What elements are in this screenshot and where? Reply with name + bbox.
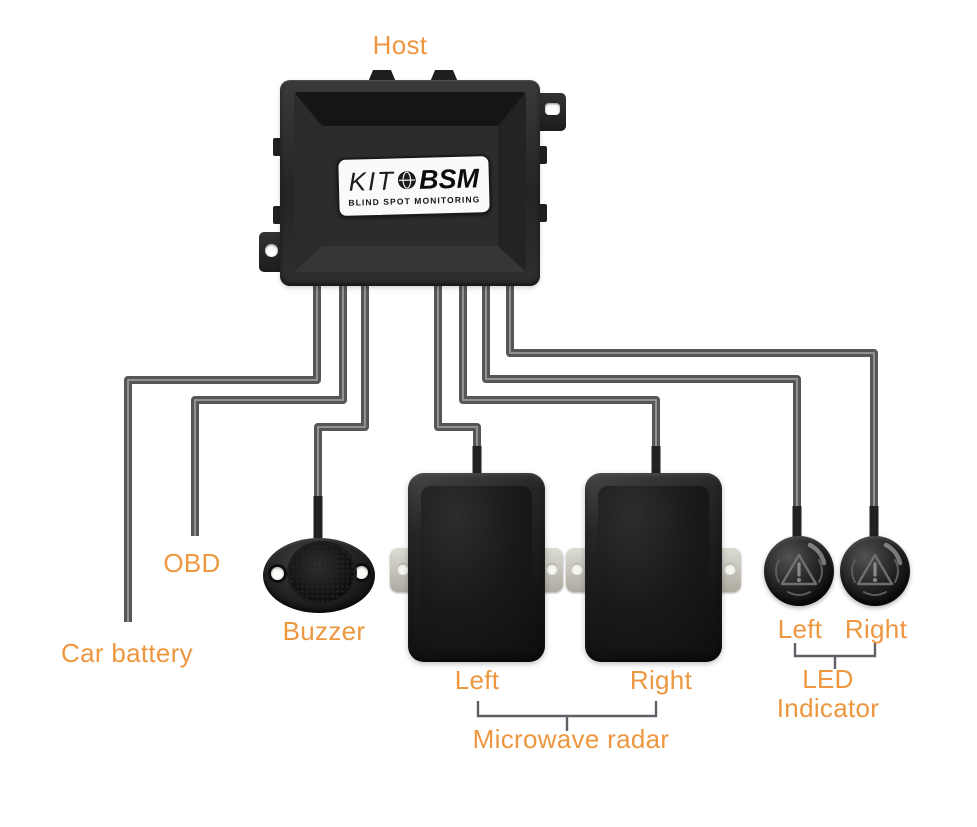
microwave-radar-left-device	[408, 473, 545, 662]
led-indicator-group-label: LED Indicator	[776, 664, 880, 723]
wire-host-to-radar-right	[459, 284, 660, 480]
led-right-label: Right	[844, 614, 908, 644]
warning-triangle-icon	[775, 542, 827, 596]
led-left-label: Left	[777, 614, 823, 644]
radar-left-label: Left	[454, 665, 500, 695]
host-side-clip	[273, 206, 284, 224]
led-indicator-right-device	[840, 536, 910, 606]
warning-triangle-icon	[851, 542, 903, 596]
kit-bsm-logo: KIT BSM	[348, 162, 480, 197]
buzzer-label: Buzzer	[282, 616, 366, 646]
led-indicator-left-device	[764, 536, 834, 606]
microwave-radar-right-device	[585, 473, 722, 662]
radar-face	[421, 486, 532, 649]
brand-subtitle: BLIND SPOT MONITORING	[348, 193, 481, 208]
buzzer-mount-hole	[271, 567, 284, 580]
wire-host-to-car-battery	[124, 284, 321, 622]
host-side-clip	[273, 138, 284, 156]
host-lid-recess	[294, 92, 526, 272]
buzzer-mount-hole	[355, 566, 368, 579]
host-side-clip	[536, 146, 547, 164]
globe-icon	[398, 171, 416, 190]
wire-host-to-buzzer	[314, 284, 369, 534]
host-enclosure	[280, 80, 540, 286]
led-indicator-group-bracket	[793, 643, 877, 669]
host-label-plate: KIT BSM BLIND SPOT MONITORING	[336, 153, 492, 219]
radar-right-label: Right	[629, 665, 693, 695]
microwave-radar-group-label: Microwave radar	[472, 724, 670, 754]
host-label: Host	[372, 30, 428, 60]
brand-kit-text: KIT	[348, 165, 396, 197]
buzzer-device	[263, 538, 375, 613]
car-battery-label: Car battery	[61, 638, 193, 668]
radar-face	[598, 486, 709, 649]
wire-host-to-obd	[191, 284, 347, 536]
host-top-tab-right	[430, 70, 458, 82]
obd-label: OBD	[163, 548, 221, 578]
microwave-radar-group-bracket	[476, 701, 658, 731]
wire-host-to-led-left	[482, 284, 801, 546]
host-top-tab-left	[368, 70, 396, 82]
wire-host-to-led-right	[506, 284, 878, 546]
brand-bsm-text: BSM	[418, 162, 480, 195]
host-device: KIT BSM BLIND SPOT MONITORING	[259, 70, 566, 286]
host-side-clip	[536, 204, 547, 222]
buzzer-speaker	[287, 541, 357, 605]
wire-host-to-radar-left	[434, 284, 481, 480]
